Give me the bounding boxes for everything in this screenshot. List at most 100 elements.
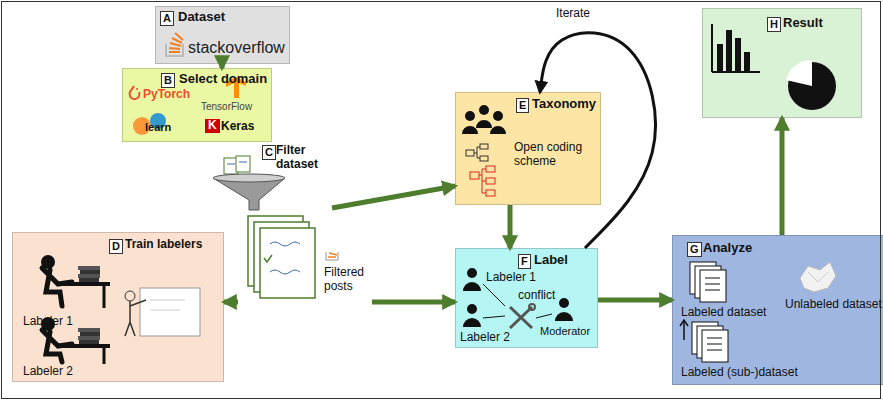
bar-chart-part (711, 24, 713, 72)
bar-chart-part (726, 30, 732, 72)
labeler-figure-part (60, 282, 110, 286)
box-text: Moderator (540, 325, 590, 338)
box-text: K (205, 119, 220, 133)
box-text: Unlabeled dataset (785, 298, 882, 312)
docs-into-funnel-part (227, 164, 235, 165)
bar-chart-part (744, 52, 750, 72)
box-text: Filtered posts (324, 266, 368, 294)
document-stacks-part (705, 284, 720, 285)
pytorch-icon-part (136, 88, 138, 90)
funnel-part (213, 178, 285, 210)
labeler-figure-part (79, 278, 99, 282)
posts-stack-part (270, 242, 300, 246)
flow-arrow (780, 118, 785, 235)
box-text: Train labelers (125, 238, 202, 252)
docs-into-funnel-part (239, 162, 247, 163)
funnel-part (213, 174, 285, 182)
box-text: Keras (221, 120, 254, 134)
posts-stack-part (329, 253, 337, 255)
document-stacks-part (702, 330, 728, 362)
box-text: Filter dataset (276, 144, 324, 172)
labeler-figure-part (78, 266, 100, 270)
bar-chart-part (717, 44, 723, 72)
box-text: TensorFlow (201, 101, 252, 113)
box-text: Labeled (sub-)dataset (681, 366, 798, 380)
flow-arrow (372, 300, 455, 305)
step-letter: H (767, 17, 781, 32)
box-text: PyTorch (143, 88, 190, 102)
step-letter: D (109, 239, 123, 254)
label-box: FLabelLabeler 1 conflictModerator Labeler … (455, 248, 598, 348)
box-text: Labeler 2 (460, 331, 510, 345)
stackoverflow-icon-part (169, 48, 180, 49)
people-icon-part (493, 111, 503, 121)
box-text: Taxonomy (532, 97, 596, 112)
box-text: Select domain (179, 72, 267, 87)
document-stacks-part (683, 322, 685, 340)
step-letter: B (161, 73, 175, 88)
step-letter: C (262, 145, 276, 160)
document-stacks-part (705, 278, 720, 279)
crumpled-paper-part (808, 272, 828, 282)
docs-into-funnel-part (236, 156, 250, 172)
box-text: Analyze (703, 241, 752, 256)
step-letter: G (687, 242, 702, 257)
box-text: Open coding scheme (514, 141, 594, 169)
labeler-figure-part (60, 344, 110, 348)
labeler-figure-part (78, 328, 100, 332)
posts-stack-part (328, 256, 336, 258)
flow-arrow (508, 205, 513, 248)
filter-label: CFilter dataset (262, 144, 328, 176)
box-text: Labeled dataset (681, 306, 766, 320)
tools-icon-part (529, 304, 535, 310)
people-icon-part (479, 105, 489, 115)
bar-chart-part (735, 38, 741, 72)
label-persons-part (467, 268, 477, 278)
labeler-figure-part (78, 274, 100, 278)
step-letter: A (160, 11, 174, 26)
labeler-figure-part (79, 340, 99, 344)
box-text: conflict (518, 289, 555, 303)
step-letter: F (518, 254, 531, 269)
document-stacks-part (707, 344, 722, 345)
box-text: Labeler 1 (23, 315, 73, 329)
document-stacks-part (707, 350, 722, 351)
teacher-whiteboard-part (140, 288, 200, 336)
box-text: stackoverflow (188, 39, 285, 57)
funnel (213, 174, 285, 210)
box-text: Result (783, 16, 823, 31)
document-stacks-part (707, 338, 722, 339)
flow-arrow (224, 300, 238, 305)
box-text: Dataset (178, 10, 225, 25)
posts-stack-part (264, 255, 272, 262)
posts-stack-part (260, 228, 315, 298)
labeler-figure-part (80, 270, 100, 274)
document-stacks-part (700, 270, 726, 302)
domain-box: B Select domainPyTorchTensorFlow learn KKer… (122, 68, 272, 142)
flow-arrow (332, 186, 455, 208)
label-persons-part (467, 304, 477, 314)
box-text: Labeler 2 (23, 365, 73, 379)
box-text: Labeler 1 (486, 271, 536, 285)
flow-arrow (598, 298, 672, 303)
labeler-figure-part (103, 286, 106, 308)
step-letter: E (516, 98, 529, 113)
people-icon-part (465, 111, 475, 121)
flow-arrow (220, 64, 225, 68)
stackoverflow-icon-part (169, 51, 180, 53)
docs-into-funnel (224, 156, 250, 174)
posts-stack-part (326, 252, 338, 260)
edge-label: Iterate (556, 6, 590, 20)
box-text: Label (534, 253, 568, 268)
posts-stack-part (270, 270, 300, 274)
label-persons-part (559, 298, 569, 308)
teacher-whiteboard-part (150, 300, 185, 301)
labeler-figure-part (80, 332, 100, 336)
box-text: learn (145, 121, 171, 134)
document-stacks-part (705, 290, 720, 291)
labeler-figure-part (78, 336, 100, 340)
teacher-whiteboard-part (150, 310, 180, 311)
